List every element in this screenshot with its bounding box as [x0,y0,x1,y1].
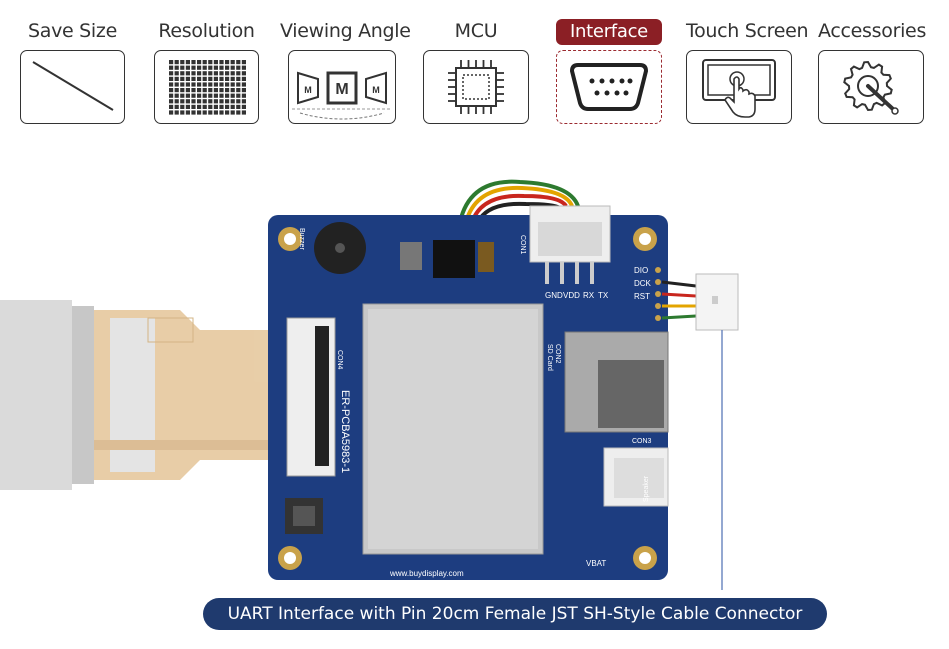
con4-label: CON4 [336,350,343,370]
touch-hand-icon [702,59,776,118]
pin-label-gnd: GND [545,291,563,300]
gear-wrench-icon [843,60,899,115]
pin-label-dio: DIO [634,266,648,275]
mounting-holes [278,227,657,570]
tab-icon-box [556,50,662,124]
tab-icon-box [20,50,125,124]
vbat-label: VBAT [586,559,606,568]
con1-label: CON1 [519,235,526,255]
tab-label: Viewing Angle [280,20,411,42]
tab-icon-box: M M M [288,50,396,124]
header-pins [655,267,661,321]
buzzer-label: Buzzer [298,228,305,250]
right-cable [661,273,739,331]
viewing-angle-icon: M M M [292,71,392,120]
tab-save-size[interactable]: Save Size [20,0,125,130]
m-label-right: M [372,85,380,95]
tab-label: Resolution [158,20,255,42]
diagonal-size-icon [31,61,114,111]
tab-touch-screen[interactable]: Touch Screen [686,0,809,130]
tab-viewing-angle[interactable]: Viewing Angle M M M [280,0,411,130]
tab-label: MCU [454,20,498,42]
tab-label: Touch Screen [686,20,809,42]
board-model-label: ER-PCBA5983-1 [339,390,351,473]
m-label: M [335,81,348,98]
tab-icon-box [154,50,259,124]
tab-resolution[interactable]: Resolution [154,0,259,130]
tab-label: Accessories [818,20,927,42]
pin-label-vdd: VDD [563,291,580,300]
tab-label: Save Size [28,20,117,42]
speaker-label: Speaker [643,475,650,502]
chip-icon [448,60,504,114]
pin-label-dck: DCK [634,279,652,288]
tab-accessories[interactable]: Accessories [818,0,927,130]
pixel-grid-icon [168,60,246,115]
tab-interface[interactable]: Interface [556,0,662,130]
tab-mcu[interactable]: MCU [423,0,529,130]
board-url: www.buydisplay.com [389,569,464,578]
con2-label: CON2 [554,344,561,364]
sd-card-label: SD Card [546,344,553,371]
lcd-panel [0,300,282,490]
m-label-left: M [304,85,312,95]
pin-label-rst: RST [634,292,650,301]
caption-banner: UART Interface with Pin 20cm Female JST … [203,598,827,630]
serial-port-icon [569,63,649,111]
pin-label-rx: RX [583,291,595,300]
tab-icon-box [686,50,792,124]
tab-icon-box [423,50,529,124]
con3-label: CON3 [632,438,652,445]
pcb-board-photo: GND VDD RX TX DIO DCK RST CON1 Buzzer SD… [0,179,739,590]
tab-label: Interface [556,19,662,45]
pin-label-tx: TX [598,291,609,300]
tab-icon-box [818,50,924,124]
